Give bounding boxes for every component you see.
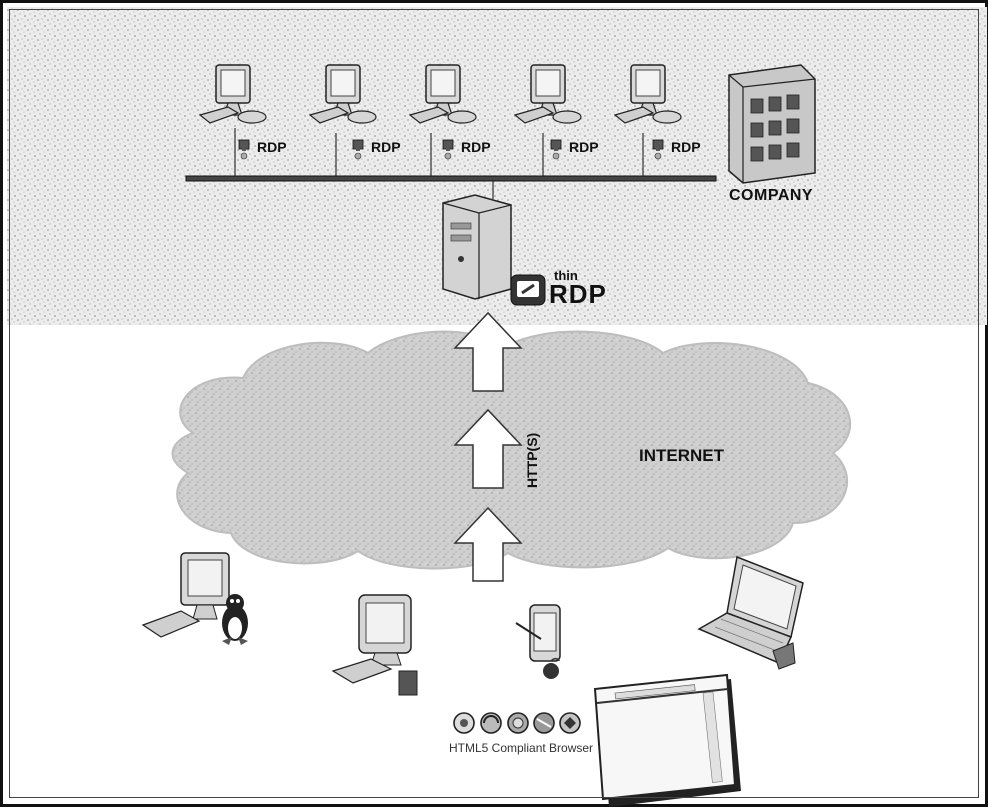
lan-bus (186, 176, 716, 181)
thinrdp-logo-icon (511, 275, 545, 305)
mac-client-icon (333, 595, 417, 695)
rdp-label: RDP (671, 139, 701, 155)
rdp-label: RDP (569, 139, 599, 155)
http-protocol-label: HTTP(S) (524, 433, 540, 488)
rdp-label: RDP (371, 139, 401, 155)
mobile-client-icon (516, 605, 560, 679)
thinrdp-server-icon (443, 195, 511, 299)
browser-logo-icon (534, 713, 554, 733)
browser-window-icon (595, 675, 741, 807)
browser-logo-icon (454, 713, 474, 733)
company-label: COMPANY (729, 187, 813, 205)
browser-logo-icon (481, 713, 501, 733)
internet-label: INTERNET (639, 446, 724, 466)
thinrdp-brand-large: RDP (549, 279, 607, 310)
rdp-label: RDP (257, 139, 287, 155)
html5-browser-caption: HTML5 Compliant Browser (449, 741, 593, 755)
linux-client-icon (143, 553, 229, 637)
rdp-label: RDP (461, 139, 491, 155)
browser-logo-icon (508, 713, 528, 733)
laptop-client-icon (699, 557, 803, 669)
network-diagram (3, 3, 988, 810)
browser-logos (454, 713, 580, 733)
browser-logo-icon (560, 713, 580, 733)
company-building-icon (729, 65, 815, 183)
